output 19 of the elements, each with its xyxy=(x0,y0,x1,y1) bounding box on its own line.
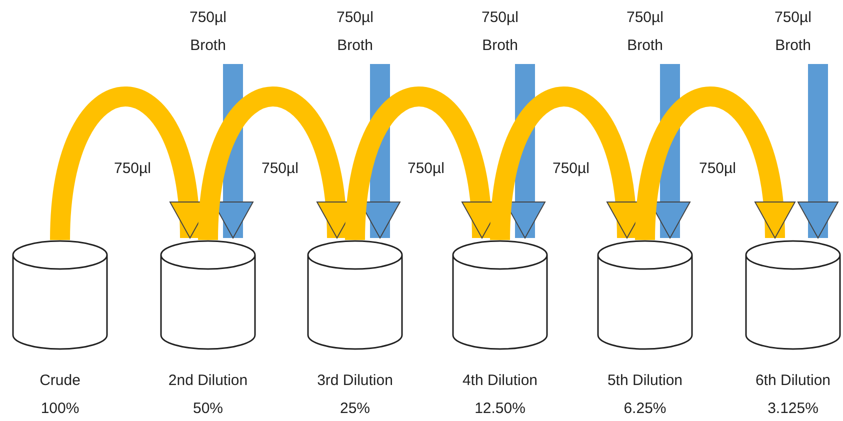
reagent-label: 750µl Broth xyxy=(773,8,812,56)
reagent-label: 750µl Broth xyxy=(188,8,228,56)
cylinder-caption: 5th Dilution xyxy=(606,372,684,389)
cylinder-caption: 3rd Dilution xyxy=(316,372,394,389)
reagent-label: 750µl Broth xyxy=(480,8,520,56)
cylinder-caption: 12.50% xyxy=(474,400,526,417)
cylinder-caption: 50% xyxy=(192,400,224,417)
arrow xyxy=(798,64,838,238)
reagent-label: 750µl Broth xyxy=(625,8,664,56)
reagent-label: 750µl Broth xyxy=(335,8,374,56)
cylinder-caption: 6th Dilution xyxy=(754,372,832,389)
cylinder-caption: 3.125% xyxy=(766,400,820,417)
cylinder-caption: 25% xyxy=(338,400,372,417)
cylinder-caption: 4th Dilution xyxy=(461,372,539,389)
cylinder-caption: 100% xyxy=(40,400,80,417)
cylinder-caption: 6.25% xyxy=(622,400,668,417)
arrow xyxy=(635,86,794,241)
cylinder-caption: Crude xyxy=(38,372,82,389)
cylinder-caption: 2nd Dilution xyxy=(167,372,249,389)
